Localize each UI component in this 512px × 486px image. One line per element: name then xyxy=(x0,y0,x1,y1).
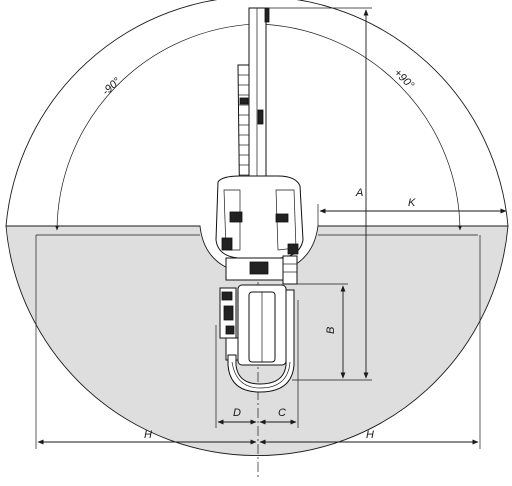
dim-C-label: C xyxy=(278,407,286,419)
outer-reach-arc xyxy=(5,0,509,227)
robot-arm xyxy=(215,7,304,393)
minus-90-sweep-arrow xyxy=(55,23,257,231)
plus-90-sweep-arrow xyxy=(255,23,462,231)
angle-plus-90-label: +90° xyxy=(391,67,416,92)
dim-B-label: B xyxy=(325,327,337,334)
dim-H-left-label: H xyxy=(144,429,152,441)
dim-D-label: D xyxy=(233,407,241,419)
dim-K-label: K xyxy=(408,197,416,209)
angle-minus-90-label: -90° xyxy=(100,75,124,98)
dim-H-right-label: H xyxy=(366,429,374,441)
dim-A-label: A xyxy=(355,187,363,199)
